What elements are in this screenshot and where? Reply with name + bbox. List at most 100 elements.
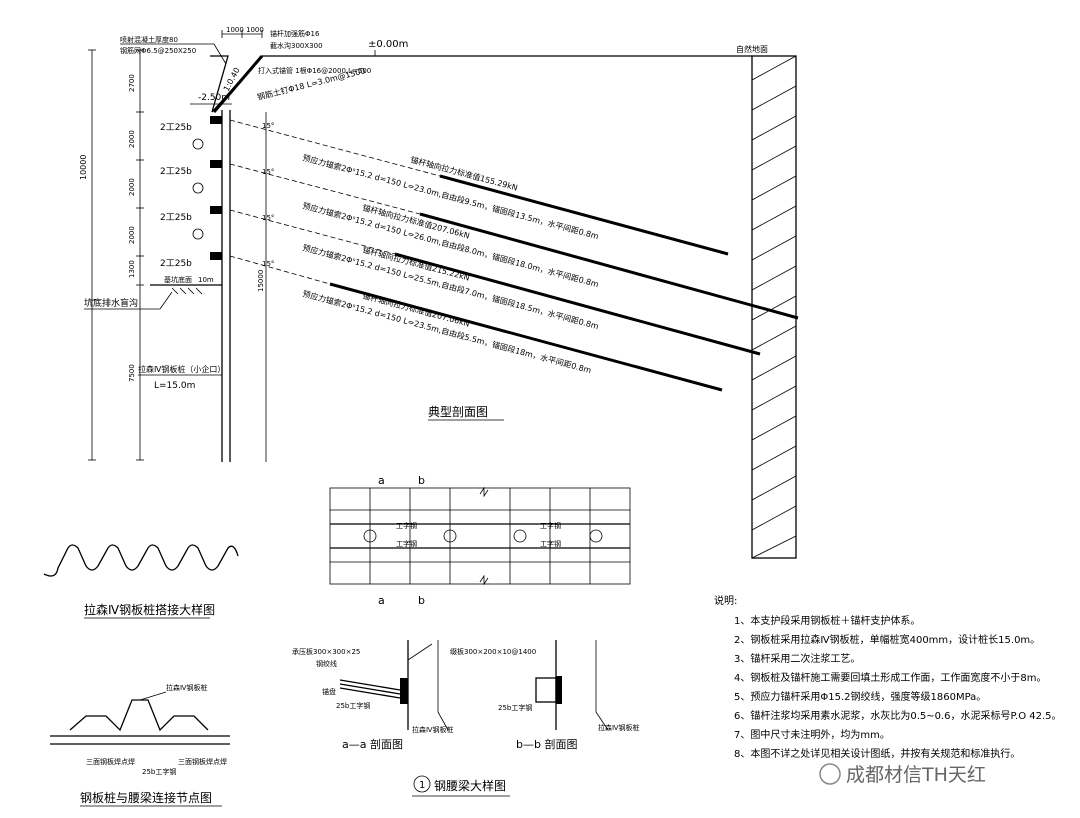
anchor-2-free [229,163,421,215]
sheet-pile-length: L=15.0m [154,381,195,391]
notes: 说明: 1、本支护段采用钢板桩＋锚杆支护体系。 2、钢板桩采用拉森Ⅳ钢板桩，单幅… [714,594,1062,760]
break-mark-bottom [479,574,489,586]
waler-block [210,116,222,124]
angle-1: 15° [262,122,274,130]
anchor-head [363,529,377,543]
i-beam-label-4: 工字钢 [540,539,561,548]
sheet-pile-label: 拉森Ⅳ钢板桩（小企口） [138,364,225,374]
elev-pile-top: -2.50m [198,93,230,103]
dim-2700: 2700 [128,74,136,92]
aa-plate [400,678,408,704]
label-nail-driven: 打入式锚管 1根Φ16@2000,L=500 [258,66,371,75]
cut-a-bottom: a [378,594,385,607]
section-a-a: 承压板300×300×25 钢绞线 锚盘 25b工字钢 拉森Ⅳ钢板桩 a—a 剖… [292,640,453,751]
angle-3: 15° [262,214,274,222]
note-5: 5、预应力锚杆采用Φ15.2钢绞线，强度等级1860MPa。 [734,690,986,703]
cut-b-bottom: b [418,594,425,607]
anchor-1-bond [439,174,729,256]
anchor-2-bond [419,212,799,320]
anchor-3-bond [394,252,761,356]
ground-level-label: ±0.00m [368,39,408,50]
index-circle [192,228,204,240]
bb-plate-label: 缀板300×200×10@1400 [450,647,536,656]
notes-heading: 说明: [714,594,737,607]
dim-2000-a: 2000 [128,130,136,148]
cut-a-top: a [378,474,385,487]
node-pile-label: 拉森Ⅳ钢板桩 [166,683,207,692]
watermark: 成都材信TH天红 [819,763,986,786]
slope-ratio: 1:0.40 [222,66,242,93]
bb-left-edge [437,640,449,731]
aa-title: a—a 剖面图 [342,737,403,751]
bb-right-edge [595,640,609,731]
anchor-4-bond [329,282,723,392]
bb-beam-label: 25b工字钢 [498,703,532,712]
anchor-4-spec: 预应力锚索2Φˢ15.2 d=150 L=23.5m,自由段5.5m，锚固段18… [301,288,592,375]
typical-section: 10000 2700 2000 2000 2000 1300 7500 ±0.0… [79,26,799,559]
waler-plan-frame [329,487,631,585]
node-title: 钢板桩与腰梁连接节点图 [80,790,212,805]
waler-block [210,160,222,168]
detail-index: 1 [419,780,425,791]
aa-beam-label: 25b工字钢 [336,701,370,710]
watermark-text: 成都材信TH天红 [846,764,986,786]
natural-ground-label: 自然地面 [736,44,768,54]
node-weld-2: 三面钢板焊点焊 [178,757,227,766]
label-cap: 截水沟300X300 [270,41,323,50]
node-beam-label: 25b工字钢 [142,767,176,776]
dim-15000: 15000 [257,270,265,292]
drain-label: 坑底排水盲沟 [84,297,138,309]
cut-b-top: b [418,474,425,487]
waler-label-2: 2工25b [160,167,192,177]
dim-total-left: 10000 [79,155,88,180]
note-2: 2、钢板桩采用拉森Ⅳ钢板桩，单幅桩宽400mm，设计桩长15.0m。 [734,633,1040,646]
anchor-head [589,529,603,543]
waler-block [210,252,222,260]
i-beam-label-3: 工字钢 [540,521,561,530]
pile-lap-detail: 拉森Ⅳ钢板桩搭接大样图 [43,544,239,619]
note-3: 3、锚杆采用二次注浆工艺。 [734,652,860,665]
aa-strand-label: 钢绞线 [316,659,337,668]
lap-title: 拉森Ⅳ钢板桩搭接大样图 [84,602,215,617]
aa-plate-label: 承压板300×300×25 [292,647,360,656]
soil-hatching [751,55,797,559]
note-4: 4、钢板桩及锚杆施工需要回填土形成工作面，工作面宽度不小于8m。 [734,671,1046,684]
node-pile-profile [69,699,209,732]
aa-pile-edge [407,643,433,661]
bb-beam [535,677,557,703]
anchor-4-free [229,255,331,285]
anchor-head [443,529,457,543]
dim-1300: 1300 [128,260,136,278]
section-title: 典型剖面图 [428,405,488,419]
detail-index-circle [413,775,431,793]
dim-2000-c: 2000 [128,226,136,244]
top-dim-2: 1000 [246,26,264,34]
note-1: 1、本支护段采用钢板桩＋锚杆支护体系。 [734,614,920,627]
waler-label-4: 2工25b [160,259,192,269]
break-mark-top [479,486,489,498]
pit-bottom-label: 基坑底面 [164,275,192,284]
soil-boundary [751,55,797,559]
waler-label-3: 2工25b [160,213,192,223]
pit-bottom-elev: 10m [198,276,214,284]
slope-shotcrete [212,55,264,113]
i-beam-label-1: 工字钢 [396,521,417,530]
anchor-head [513,529,527,543]
waler-detail-title: 钢腰梁大样图 [434,778,506,793]
pile-waler-node: 拉森Ⅳ钢板桩 三面钢板焊点焊 三面钢板焊点焊 25b工字钢 钢板桩与腰梁连接节点… [50,683,230,807]
waler-block [210,206,222,214]
dim-7500: 7500 [128,364,136,382]
i-beam-label-2: 工字钢 [396,539,417,548]
aa-pile-label: 拉森Ⅳ钢板桩 [412,725,453,734]
waler-label-1: 2工25b [160,123,192,133]
label-shotcrete: 喷射混凝土厚度80 [120,35,178,44]
dim-2000-b: 2000 [128,178,136,196]
waler-plan-detail: 工字钢 工字钢 工字钢 工字钢 a b a b [329,474,631,607]
anchor-3-free [229,209,396,255]
note-7: 7、图中尺寸未注明外，均为mm。 [734,728,890,741]
index-circle [192,182,204,194]
bb-pile-label: 拉森Ⅳ钢板桩 [598,723,639,732]
index-circle [192,138,204,150]
soil-hatch [171,287,203,295]
